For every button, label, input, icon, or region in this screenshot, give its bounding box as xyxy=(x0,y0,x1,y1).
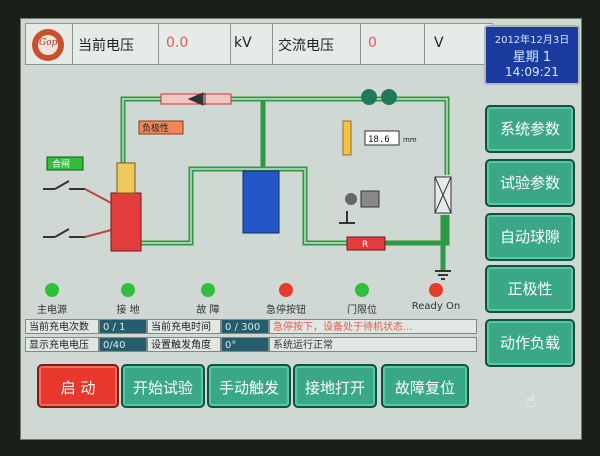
load-cross xyxy=(434,176,452,214)
transformer-icon xyxy=(110,192,142,252)
gap-distance-box xyxy=(364,130,400,146)
system-status: 系统运行正常 xyxy=(269,337,477,352)
display-voltage-label: 显示充电电压 xyxy=(25,337,99,352)
charge-count-value: 0 / 1 xyxy=(99,319,147,334)
current-voltage-label: 当前电压 xyxy=(78,38,134,54)
start-button[interactable]: 启 动 xyxy=(37,364,119,408)
switch-tag-box xyxy=(46,156,84,171)
fault-label: 故 障 xyxy=(196,305,220,316)
ac-voltage-value: 0 xyxy=(368,35,377,51)
header-bar: Gop 当前电压 0.0 kV 交流电压 0 V xyxy=(25,23,493,65)
positive-polarity-button[interactable]: 正极性 xyxy=(485,265,575,313)
display-voltage-value: 0/40 xyxy=(99,337,147,352)
gap-distance-unit: mm xyxy=(403,136,417,144)
header-divider xyxy=(360,24,361,64)
fault-reset-button[interactable]: 故障复位 xyxy=(381,364,469,408)
circuit-diagram: 负极性 合闸 18.6 mm R xyxy=(43,89,452,280)
header-divider xyxy=(158,24,159,64)
charge-count-label: 当前充电次数 xyxy=(25,319,99,334)
right-bottom-wire xyxy=(385,215,450,246)
switch-tag: 合闸 xyxy=(52,158,70,170)
top-wire xyxy=(120,96,450,193)
action-load-button[interactable]: 动作负载 xyxy=(485,319,575,367)
date-text: 2012年12月3日 xyxy=(494,35,570,46)
current-voltage-value: 0.0 xyxy=(166,35,189,51)
emergency-stop-label: 急停按钮 xyxy=(266,305,306,316)
header-divider xyxy=(230,24,231,64)
weekday-text: 星期 1 xyxy=(512,50,552,65)
hmi-screen: Gop 当前电压 0.0 kV 交流电压 0 V 2012年12月3日 星期 1… xyxy=(20,18,582,440)
trigger-angle-value: 0° xyxy=(221,337,269,352)
polarity-tag-box xyxy=(138,120,184,135)
ground-open-button[interactable]: 接地打开 xyxy=(293,364,377,408)
diode-icon xyxy=(187,92,206,106)
time-text: 14:09:21 xyxy=(505,65,559,79)
charge-time-value: 0 / 300 xyxy=(221,319,269,334)
ground-indicator xyxy=(121,283,135,297)
main-power-label: 主电源 xyxy=(37,305,67,316)
trigger-angle-label: 设置触发角度 xyxy=(147,337,221,352)
gap-resistor-icon xyxy=(342,120,352,156)
hand-cursor-icon: ☝ xyxy=(525,391,536,412)
header-divider xyxy=(272,24,273,64)
charge-time-label: 当前充电时间 xyxy=(147,319,221,334)
door-limit-indicator xyxy=(355,283,369,297)
ac-voltage-label: 交流电压 xyxy=(278,38,334,54)
wire-highlight xyxy=(122,98,448,244)
emergency-message: 急停按下，设备处于待机状态... xyxy=(269,319,477,334)
ground-switch-icon xyxy=(339,190,380,224)
ready-on-indicator xyxy=(429,283,443,297)
company-logo: Gop xyxy=(32,29,64,61)
datetime-panel: 2012年12月3日 星期 1 14:09:21 xyxy=(484,25,580,85)
system-params-button[interactable]: 系统参数 xyxy=(485,105,575,153)
fault-indicator xyxy=(201,283,215,297)
main-power-indicator xyxy=(45,283,59,297)
voltage-unit: kV xyxy=(234,35,252,51)
switch-icon xyxy=(43,180,85,238)
ready-on-label: Ready On xyxy=(411,301,461,312)
ac-voltage-unit: V xyxy=(434,35,444,51)
door-limit-label: 门限位 xyxy=(347,305,377,316)
sphere-gap-icon xyxy=(381,89,397,105)
resistor-icon xyxy=(346,236,386,251)
header-divider xyxy=(424,24,425,64)
begin-test-button[interactable]: 开始试验 xyxy=(121,364,205,408)
bushing-icon xyxy=(116,162,136,194)
gap-distance-value: 18.6 xyxy=(368,135,390,145)
header-divider xyxy=(72,24,73,64)
polarity-tag: 负极性 xyxy=(142,122,169,134)
emergency-stop-indicator xyxy=(279,283,293,297)
ground-icon xyxy=(435,270,451,280)
auto-sphere-gap-button[interactable]: 自动球隙 xyxy=(485,213,575,261)
feed-lines xyxy=(84,188,116,238)
resistor-tag: R xyxy=(362,240,368,250)
sphere-gap-icon xyxy=(361,89,377,105)
ground-label: 接 地 xyxy=(116,305,140,316)
manual-trigger-button[interactable]: 手动触发 xyxy=(207,364,291,408)
capacitor-icon xyxy=(242,170,280,234)
test-params-button[interactable]: 试验参数 xyxy=(485,159,575,207)
